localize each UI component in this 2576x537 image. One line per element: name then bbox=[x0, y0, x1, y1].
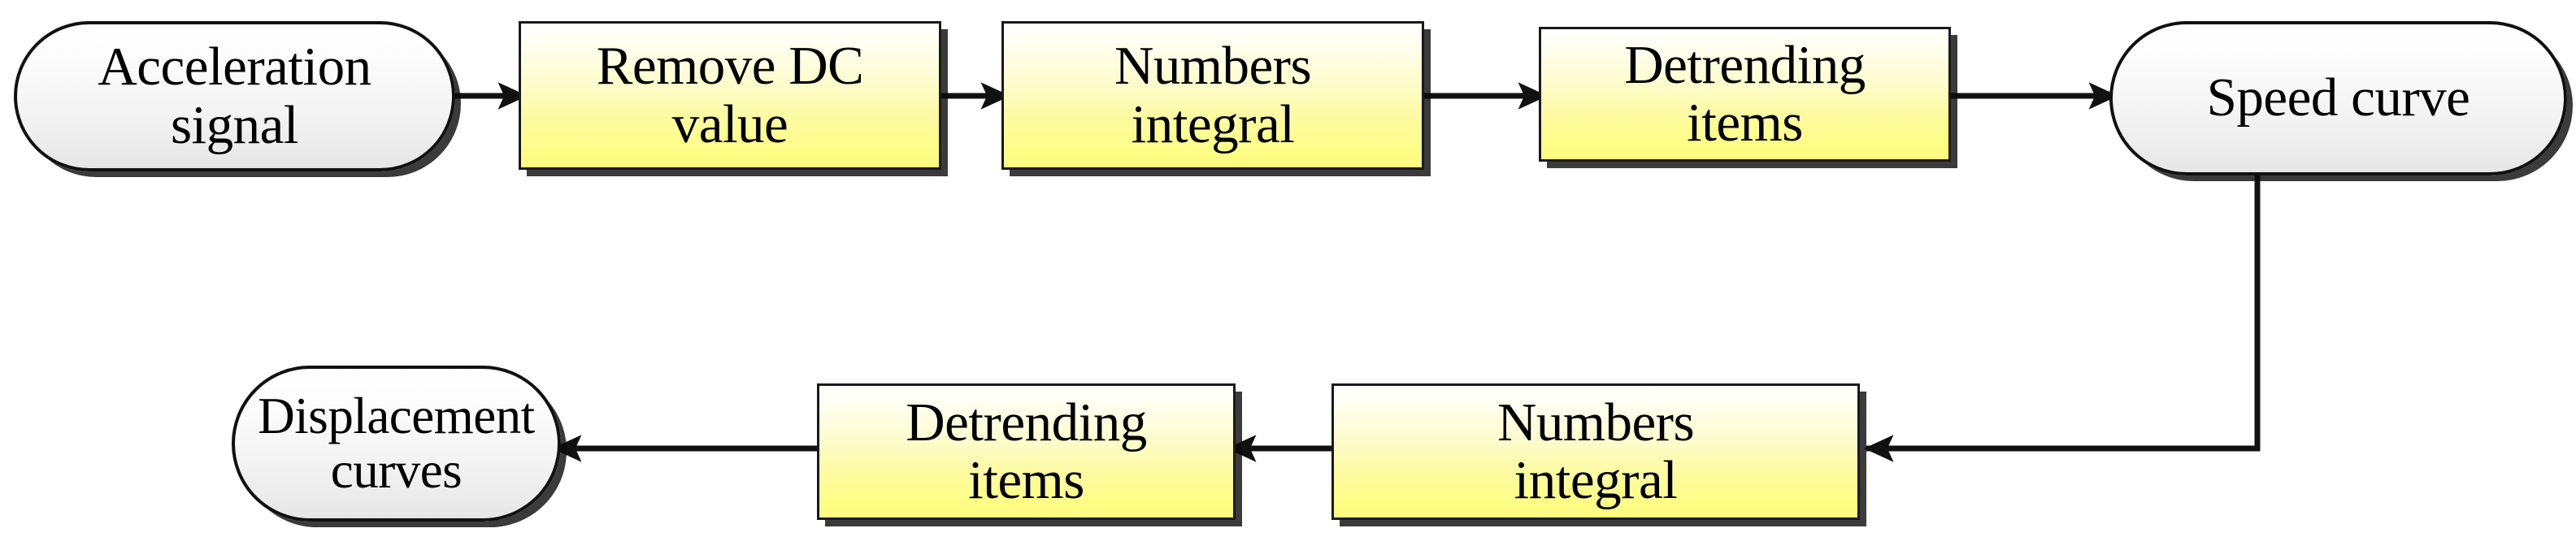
edge-speedcurve-to-integral2 bbox=[1864, 175, 2261, 462]
node-speed-curve[interactable]: Speed curve bbox=[2109, 21, 2567, 175]
node-label: Speed curve bbox=[2206, 67, 2470, 128]
